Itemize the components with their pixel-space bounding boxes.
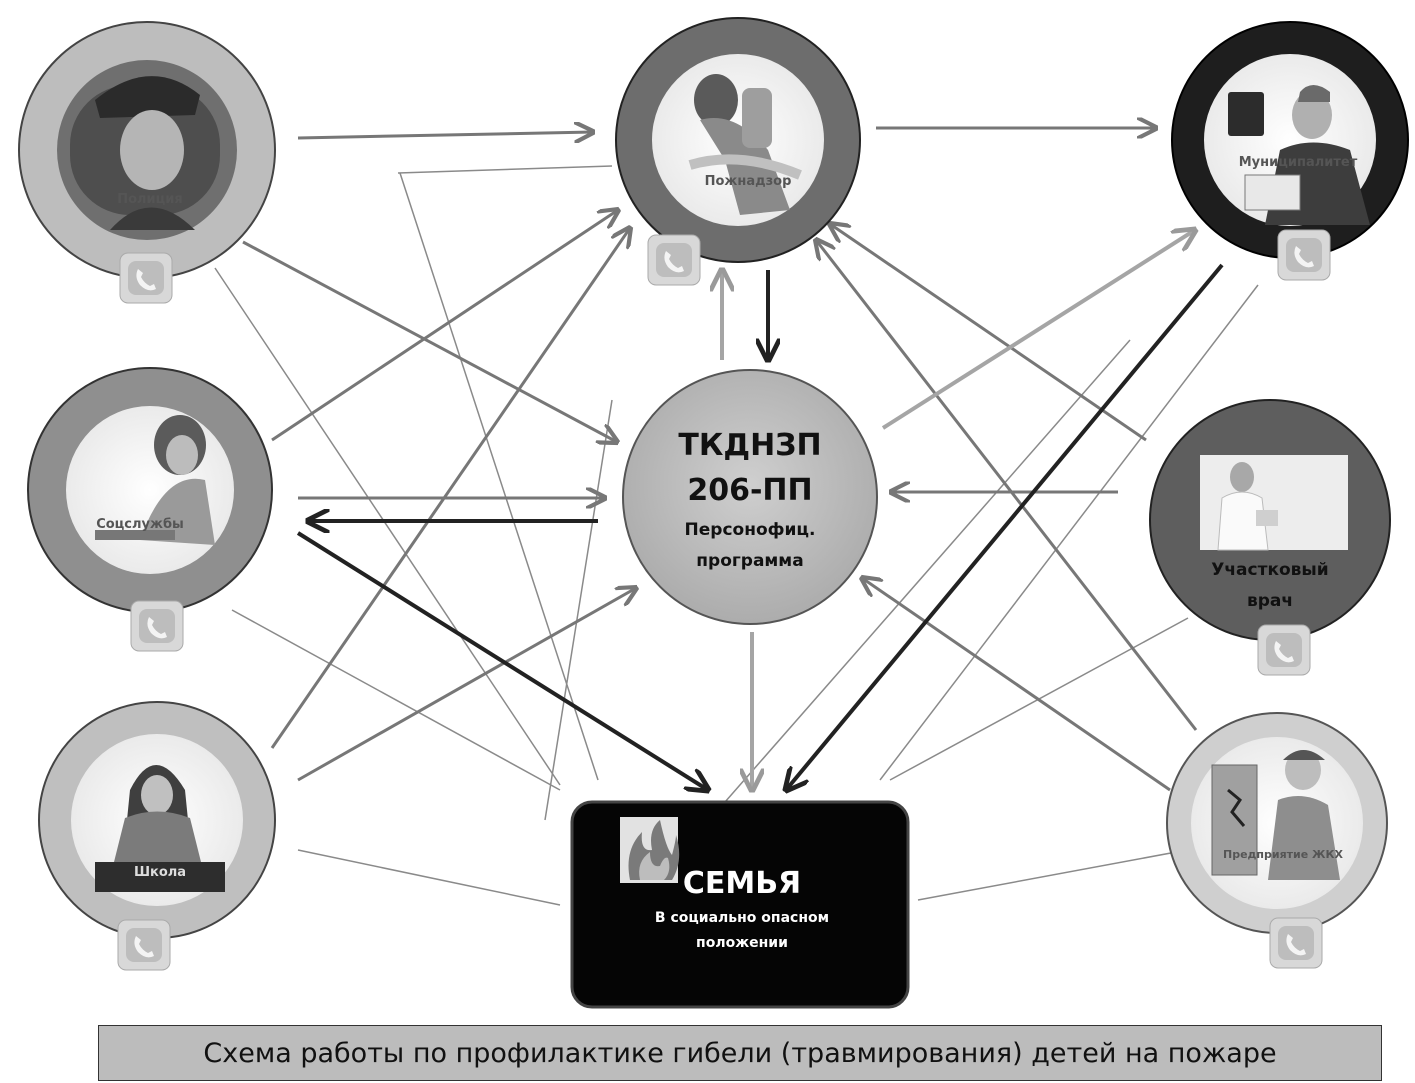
phone-icon[interactable]	[119, 252, 173, 304]
fire-icon	[620, 817, 680, 883]
arrow-school-center	[297, 588, 636, 782]
node-school-label: Школа	[134, 865, 186, 880]
firefighter-icon	[688, 74, 802, 215]
phone-icon[interactable]	[1277, 229, 1331, 281]
node-police-label: Полиция	[117, 192, 183, 207]
phone-icons	[117, 229, 1331, 971]
connector-line	[879, 284, 1259, 781]
center-title-line1: ТКДНЗП	[678, 428, 821, 463]
node-municipality-label: Муниципалитет	[1239, 155, 1358, 170]
phone-icon[interactable]	[130, 600, 184, 652]
phone-icon[interactable]	[1269, 917, 1323, 969]
arrow-housing-fire	[816, 240, 1198, 731]
connector-line	[231, 609, 561, 791]
node-social-inner	[66, 406, 234, 574]
phone-icon[interactable]	[1257, 624, 1311, 676]
node-municipality: Муниципалитет	[1171, 21, 1409, 259]
node-center: ТКДНЗП 206-ПП Персонофиц. программа	[622, 369, 878, 625]
center-subtitle-line1: Персонофиц.	[685, 520, 816, 540]
center-title-line2: 206-ПП	[687, 473, 812, 508]
node-social: Соцслужбы	[27, 367, 273, 613]
center-subtitle-line2: программа	[696, 551, 803, 571]
node-center-circle	[622, 369, 878, 625]
node-social-label: Соцслужбы	[96, 517, 184, 532]
electrician-icon	[1211, 750, 1340, 880]
arrows-light	[722, 230, 1195, 790]
node-doctor: Участковый врач	[1149, 399, 1391, 641]
arrow-school-fire	[270, 228, 630, 749]
node-fire-label: Пожнадзор	[705, 174, 792, 189]
node-housing-label: Предприятие ЖКХ	[1223, 848, 1343, 861]
arrow-police-center	[242, 240, 617, 442]
node-doctor-label-line1: Участковый	[1211, 560, 1328, 580]
phone-icon[interactable]	[117, 919, 171, 971]
doctor-icon	[1217, 462, 1278, 551]
connector-line	[399, 172, 599, 781]
connector-line	[717, 339, 1131, 811]
connector-line	[214, 267, 561, 786]
arrows-medium	[242, 128, 1198, 792]
node-school: Школа	[38, 701, 276, 939]
family-title: СЕМЬЯ	[683, 866, 801, 901]
connector-line	[544, 399, 613, 821]
arrow-center-municipality	[881, 230, 1195, 430]
arrow-social-family	[296, 531, 708, 790]
arrow-housing-center	[862, 578, 1171, 792]
police-officer-icon	[70, 76, 220, 230]
node-housing: Предприятие ЖКХ	[1166, 712, 1388, 934]
arrow-municipality-family	[786, 263, 1224, 790]
municipal-official-icon	[1228, 85, 1370, 225]
connector-line	[297, 849, 561, 906]
node-family: СЕМЬЯ В социально опасном положении	[570, 800, 910, 1009]
arrow-doctor-fire	[830, 224, 1147, 442]
node-doctor-label-line2: врач	[1247, 591, 1293, 611]
phone-icon[interactable]	[647, 234, 701, 286]
family-subtitle-line2: положении	[696, 935, 788, 951]
thin-connectors	[214, 165, 1259, 906]
node-police: Полиция	[18, 21, 276, 279]
social-worker-icon	[95, 415, 215, 545]
arrow-police-fire	[297, 132, 593, 138]
node-fire: Пожнадзор	[615, 17, 861, 263]
connector-line	[397, 165, 613, 174]
arrow-social-fire	[271, 210, 618, 442]
arrows-dark	[296, 263, 1224, 790]
connector-line	[917, 849, 1188, 901]
teacher-icon	[95, 765, 225, 892]
diagram-caption: Схема работы по профилактике гибели (тра…	[98, 1025, 1382, 1081]
family-subtitle-line1: В социально опасном	[655, 910, 829, 926]
